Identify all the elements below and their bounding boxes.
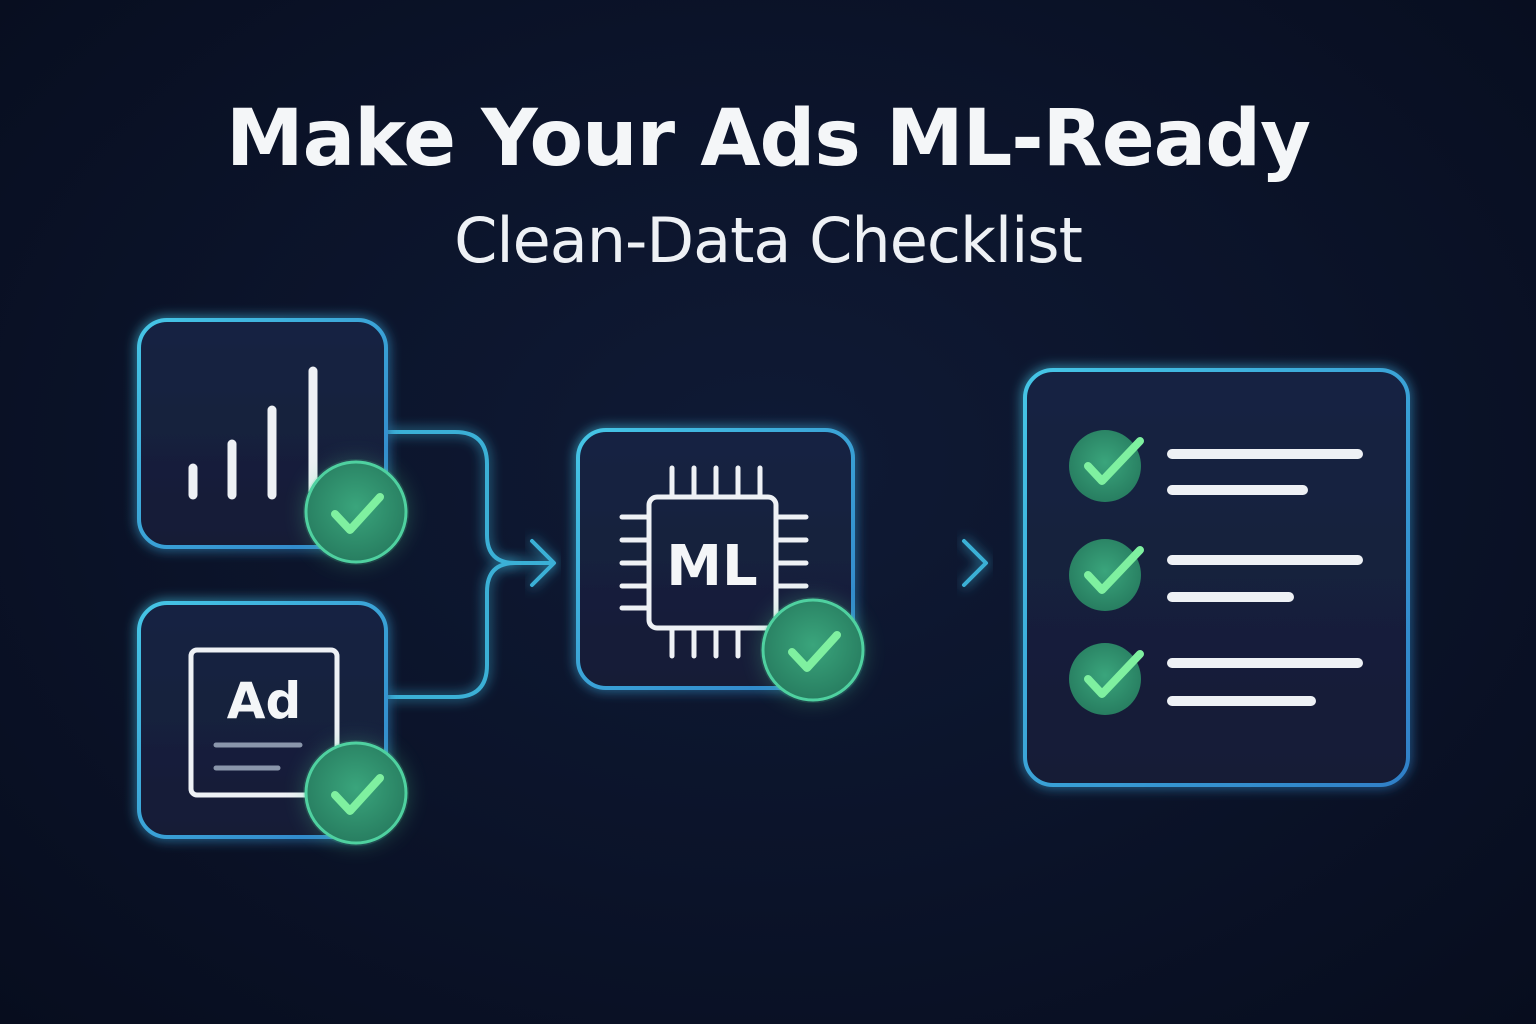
bar-chart-icon (188, 366, 318, 500)
check-circle-icon (303, 459, 409, 565)
checklist-card (1023, 368, 1410, 787)
check-circle-icon (760, 597, 866, 703)
check-circle-icon (1069, 539, 1141, 611)
check-circle-icon (1069, 643, 1141, 715)
analytics-card (137, 318, 409, 565)
ml-card: ML (576, 428, 866, 703)
connector-analytics-to-ml (384, 430, 552, 565)
page-title: Make Your Ads ML-Ready (226, 94, 1311, 184)
page-subtitle: Clean-Data Checklist (454, 204, 1083, 277)
check-circle-icon (303, 740, 409, 846)
connector-ad-to-ml (384, 561, 517, 699)
ml-chip-icon (619, 465, 809, 659)
checklist-item (1069, 539, 1363, 611)
ad-label: Ad (227, 672, 302, 730)
arrowhead-into-ml (530, 539, 556, 587)
checklist-item (1069, 430, 1363, 502)
ad-document-icon: Ad (188, 647, 340, 798)
ad-card: Ad (137, 601, 409, 846)
arrowhead-into-checklist (962, 539, 988, 587)
check-circle-icon (1069, 430, 1141, 502)
ml-label: ML (666, 534, 757, 599)
checklist-item (1069, 643, 1363, 715)
connectors (384, 430, 988, 699)
checklist-icon (1069, 430, 1363, 715)
